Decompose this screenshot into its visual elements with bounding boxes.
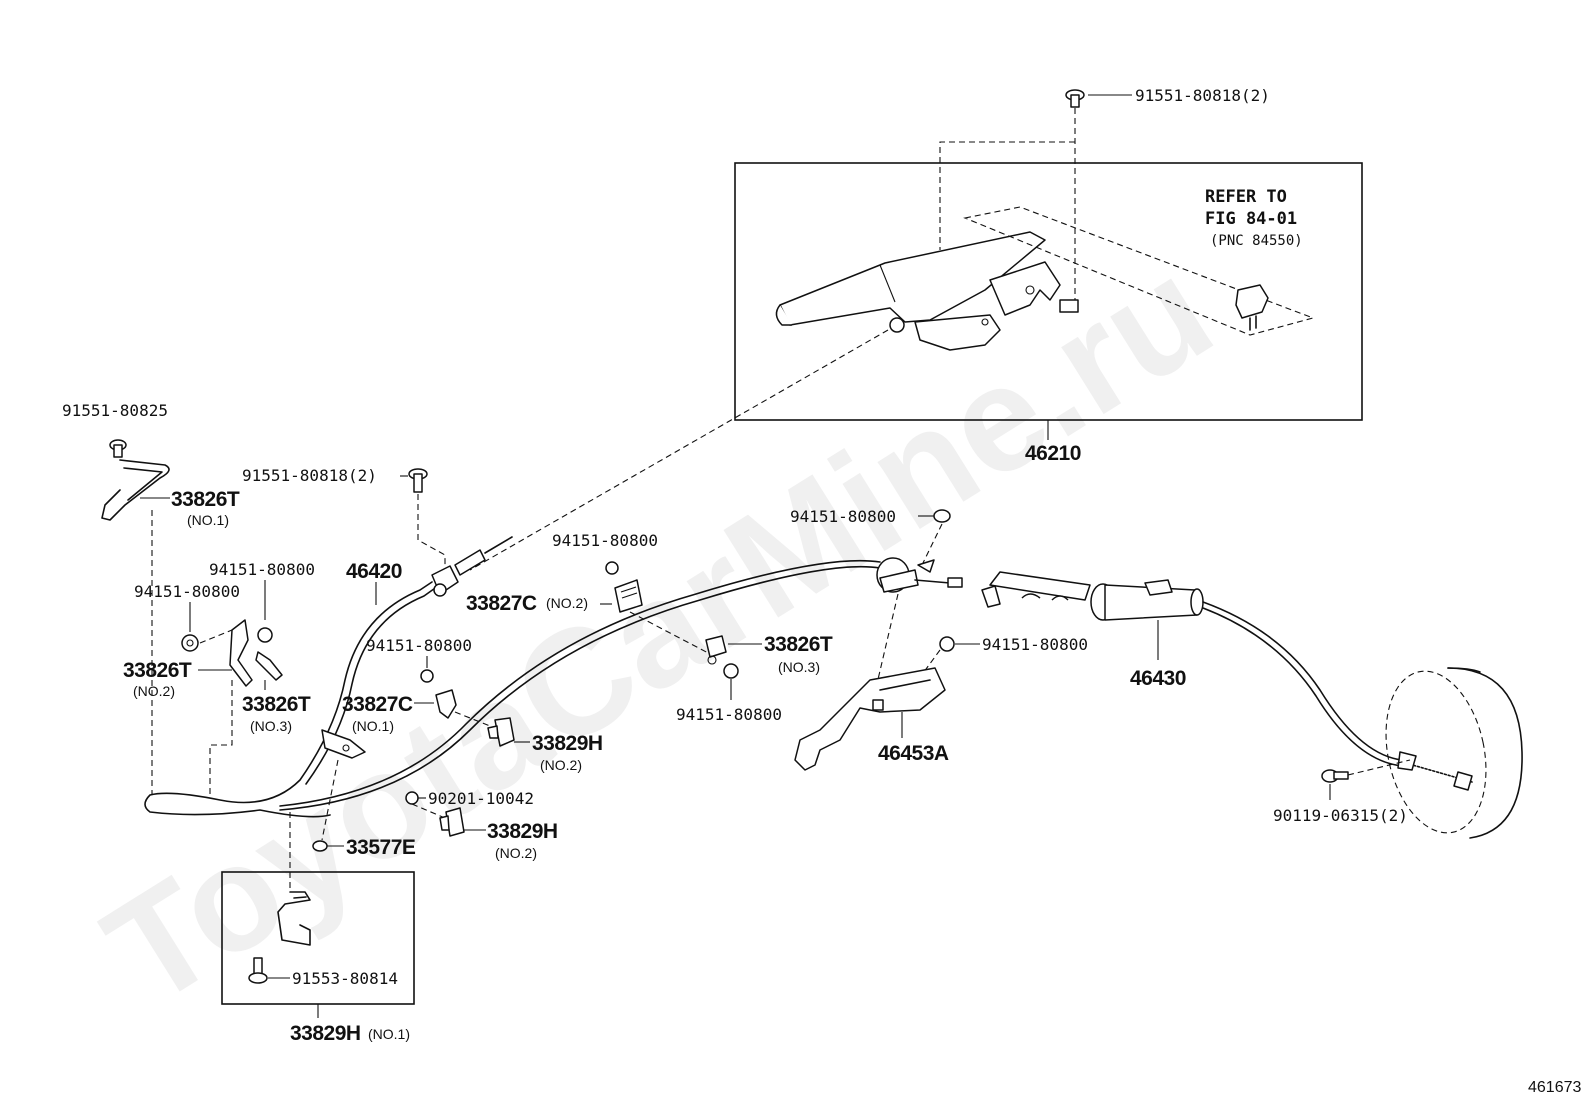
part-label-46453A[interactable]: 46453A <box>878 742 949 765</box>
part-label-94151-80800-f[interactable]: 94151-80800 <box>790 507 896 526</box>
part-label-33829H-no1[interactable]: 33829H <box>290 1022 361 1045</box>
bolt-guide-dash <box>939 108 1076 300</box>
part-label-33826T-no3b[interactable]: 33826T <box>764 633 833 656</box>
part-label-46210[interactable]: 46210 <box>1025 442 1081 465</box>
lever-cable-guide <box>469 329 889 571</box>
part-label-33829H-no2a[interactable]: 33829H <box>532 732 603 755</box>
part-label-94151-80800-e[interactable]: 94151-80800 <box>676 705 782 724</box>
bolt-icon[interactable] <box>109 439 127 458</box>
grommet-icon[interactable] <box>312 840 328 852</box>
part-label-33577E[interactable]: 33577E <box>346 836 416 859</box>
bracket-guide-dash <box>209 680 233 795</box>
refer-note-line3: (PNC 84550) <box>1210 233 1303 249</box>
part-label-33829H-no2b[interactable]: 33829H <box>487 820 558 843</box>
part-sublabel-no2: (NO.2) <box>133 683 175 699</box>
nut-icon[interactable] <box>939 636 955 652</box>
cable-clip-icon[interactable] <box>435 689 457 719</box>
part-label-33826T-no2[interactable]: 33826T <box>123 659 192 682</box>
part-label-91551-80818-top[interactable]: 91551-80818(2) <box>1135 86 1270 105</box>
part-sublabel-no1: (NO.1) <box>187 512 229 528</box>
part-sublabel-no3: (NO.3) <box>778 659 820 675</box>
front-brake-cable-icon[interactable] <box>144 536 881 818</box>
cable-retainer-icon[interactable] <box>439 807 465 837</box>
part-label-94151-80800-g[interactable]: 94151-80800 <box>982 635 1088 654</box>
nut-guide-dash <box>921 523 943 566</box>
nut-icon[interactable] <box>605 561 619 575</box>
part-sublabel-no2: (NO.2) <box>546 595 588 611</box>
part-label-33826T-no1[interactable]: 33826T <box>171 488 240 511</box>
cable-bracket-icon[interactable] <box>255 651 283 681</box>
nut-icon[interactable] <box>420 669 434 683</box>
part-sublabel-no2: (NO.2) <box>495 845 537 861</box>
nut-icon[interactable] <box>181 634 199 652</box>
parking-brake-lever-icon[interactable] <box>775 231 1079 351</box>
cable-bracket-icon[interactable] <box>794 667 946 771</box>
part-label-90201-10042[interactable]: 90201-10042 <box>428 789 534 808</box>
bolt-guide-dash <box>417 494 446 580</box>
cable-clamp-icon[interactable] <box>705 635 727 665</box>
brake-drum-icon[interactable] <box>1372 662 1523 842</box>
nut-guide-dash <box>199 629 233 644</box>
part-sublabel-no3: (NO.3) <box>250 718 292 734</box>
bolt-icon[interactable] <box>1321 769 1349 783</box>
part-label-91551-80825[interactable]: 91551-80825 <box>62 401 168 420</box>
clip-guide-dash <box>454 711 496 729</box>
nut-icon[interactable] <box>257 627 273 643</box>
refer-note-line1: REFER TO <box>1205 187 1287 207</box>
part-label-94151-80800-b[interactable]: 94151-80800 <box>134 582 240 601</box>
brake-switch-icon[interactable] <box>1235 284 1269 331</box>
cable-clamp-icon[interactable] <box>101 459 170 521</box>
part-label-33827C-no1[interactable]: 33827C <box>342 693 413 716</box>
part-label-33826T-no3a[interactable]: 33826T <box>242 693 311 716</box>
part-label-46430[interactable]: 46430 <box>1130 667 1186 690</box>
refer-note-line2: FIG 84-01 <box>1205 209 1297 229</box>
washer-guide-dash <box>411 803 446 819</box>
part-sublabel-no1: (NO.1) <box>352 718 394 734</box>
figure-number: 461673 <box>1528 1079 1581 1096</box>
bolt-icon[interactable] <box>248 957 268 984</box>
bolt-icon[interactable] <box>1065 89 1085 108</box>
grommet-guide-dash <box>321 759 339 841</box>
part-label-46420[interactable]: 46420 <box>346 560 402 583</box>
part-label-91553-80814[interactable]: 91553-80814 <box>292 969 398 988</box>
bolt-guide-dash <box>1347 759 1411 776</box>
washer-icon[interactable] <box>405 791 419 805</box>
retainer-clip-icon[interactable] <box>277 891 311 946</box>
part-label-94151-80800-d[interactable]: 94151-80800 <box>366 636 472 655</box>
clip-guide-dash <box>629 611 713 656</box>
rear-brake-cable-icon[interactable] <box>981 571 1473 791</box>
part-label-91551-80818-mid[interactable]: 91551-80818(2) <box>242 466 377 485</box>
part-label-33827C-no2[interactable]: 33827C <box>466 592 537 615</box>
nut-icon[interactable] <box>933 509 951 523</box>
cable-retainer-icon[interactable] <box>487 717 515 747</box>
part-sublabel-no2: (NO.2) <box>540 757 582 773</box>
cable-clip-icon[interactable] <box>614 579 643 613</box>
part-sublabel-no1: (NO.1) <box>368 1026 410 1042</box>
cable-equalizer-icon[interactable] <box>876 557 963 593</box>
part-label-94151-80800-a[interactable]: 94151-80800 <box>209 560 315 579</box>
bolt-icon[interactable] <box>408 468 428 493</box>
part-label-94151-80800-c[interactable]: 94151-80800 <box>552 531 658 550</box>
nut-icon[interactable] <box>723 663 739 679</box>
cable-bracket-icon[interactable] <box>229 619 253 687</box>
part-label-90119-06315[interactable]: 90119-06315(2) <box>1273 806 1408 825</box>
watermark: ToyotaCarMine.ru <box>78 225 1239 1037</box>
